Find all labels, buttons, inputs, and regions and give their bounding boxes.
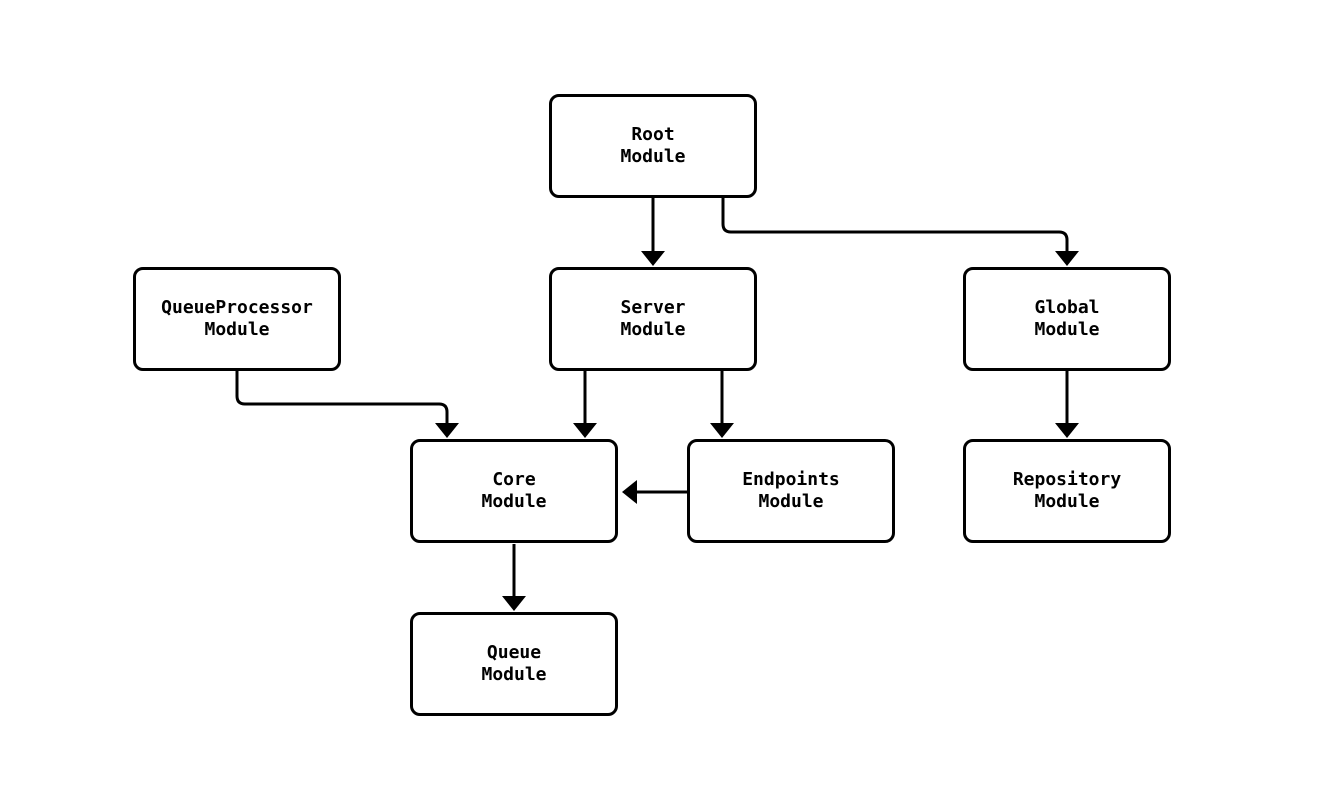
edge-endpoints-to-core bbox=[622, 480, 687, 504]
node-label-line2: Module bbox=[204, 319, 270, 340]
node-label-line1: Root bbox=[631, 124, 675, 145]
node-label-line1: QueueProcessor bbox=[161, 297, 313, 318]
edge-server-to-core bbox=[573, 371, 597, 438]
node-repository-module: Repository Module bbox=[963, 439, 1171, 543]
node-label-line1: Global bbox=[1034, 297, 1100, 318]
node-server-module: Server Module bbox=[549, 267, 757, 371]
node-label-line1: Server bbox=[620, 297, 686, 318]
node-queueprocessor-module: QueueProcessor Module bbox=[133, 267, 341, 371]
node-label-line1: Endpoints bbox=[742, 469, 840, 490]
node-label-line2: Module bbox=[1034, 319, 1100, 340]
node-label-line2: Module bbox=[758, 491, 824, 512]
edge-root-to-server bbox=[641, 197, 665, 266]
node-global-module: Global Module bbox=[963, 267, 1171, 371]
node-queue-module: Queue Module bbox=[410, 612, 618, 716]
node-label-line2: Module bbox=[481, 664, 547, 685]
node-label-line1: Queue bbox=[486, 642, 542, 663]
node-root-module: Root Module bbox=[549, 94, 757, 198]
edge-global-to-repository bbox=[1055, 371, 1079, 438]
node-label-line2: Module bbox=[481, 491, 547, 512]
node-label-line2: Module bbox=[620, 319, 686, 340]
edge-server-to-endpoints bbox=[710, 371, 734, 438]
edge-root-to-global bbox=[721, 197, 1079, 266]
node-label-line2: Module bbox=[620, 146, 686, 167]
node-label-line1: Core bbox=[492, 469, 536, 490]
edge-core-to-queue bbox=[502, 544, 526, 611]
node-core-module: Core Module bbox=[410, 439, 618, 543]
node-label-line2: Module bbox=[1034, 491, 1100, 512]
node-endpoints-module: Endpoints Module bbox=[687, 439, 895, 543]
edge-queueprocessor-to-core bbox=[235, 371, 459, 438]
node-label-line1: Repository bbox=[1012, 469, 1122, 490]
